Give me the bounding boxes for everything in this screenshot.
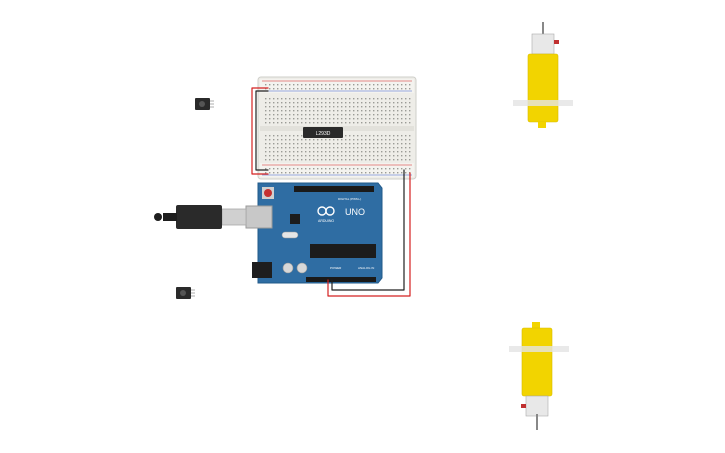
chip-label: L293D xyxy=(316,131,331,137)
wires xyxy=(251,87,411,297)
analog-power-header xyxy=(306,277,376,282)
digital-label: DIGITAL (PWM~) xyxy=(338,197,361,201)
digital-header xyxy=(294,186,374,192)
ir-receiver-bottom[interactable] xyxy=(176,287,195,299)
wire-black-right xyxy=(331,169,405,291)
ir-receiver-top[interactable] xyxy=(195,98,214,110)
atmega-chip xyxy=(310,244,376,258)
wire-red-right xyxy=(327,172,411,297)
power-label: POWER xyxy=(330,266,342,270)
capacitor xyxy=(282,262,294,274)
wire-black-left xyxy=(255,90,269,171)
dc-motor-bottom[interactable] xyxy=(509,322,569,430)
arduino-uno-board[interactable]: UNO ARDUINO DIGITAL (PWM~) ANALOG IN POW… xyxy=(245,182,383,284)
arduino-logo-icon xyxy=(317,206,335,216)
board-model: UNO xyxy=(345,207,365,217)
usb-port xyxy=(245,205,273,229)
board-brand: ARDUINO xyxy=(318,219,334,223)
wire-red-left xyxy=(251,87,269,175)
motor-driver-chip[interactable]: L293D xyxy=(303,127,343,138)
power-jack xyxy=(252,262,272,278)
analog-label: ANALOG IN xyxy=(358,266,374,270)
dc-motor-top[interactable] xyxy=(513,22,573,128)
usb-cable[interactable] xyxy=(154,205,247,229)
capacitor xyxy=(296,262,308,274)
breadboard-holes xyxy=(265,84,411,174)
